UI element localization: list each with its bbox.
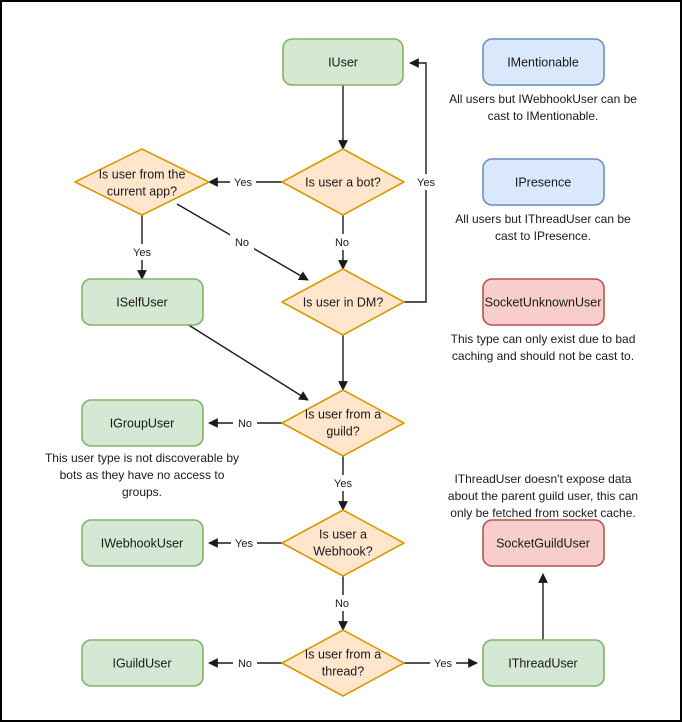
- edge-is-bot-yes-to-current-app: Yes: [208, 174, 282, 190]
- node-iguilduser-label: IGuildUser: [112, 656, 171, 670]
- node-ipresence-label: IPresence: [515, 175, 571, 189]
- edge-is-bot-no-to-is-dm: No: [330, 215, 354, 270]
- note-imentionable-line2: cast to IMentionable.: [488, 109, 599, 123]
- note-ipresence-line2: cast to IPresence.: [495, 229, 591, 243]
- edge-label-webhook-yes: Yes: [235, 538, 253, 550]
- node-socketunknownuser[interactable]: SocketUnknownUser: [482, 278, 605, 326]
- node-is-guild[interactable]: Is user from a guild?: [281, 389, 405, 457]
- note-socketguilduser-line2: about the parent guild user, this can: [448, 489, 638, 503]
- edge-is-guild-yes-to-is-webhook: Yes: [330, 456, 356, 511]
- note-igroupuser: This user type is not discoverable by bo…: [45, 451, 239, 499]
- node-ipresence[interactable]: IPresence: [482, 158, 605, 206]
- node-iselfuser[interactable]: ISelfUser: [81, 278, 204, 326]
- edge-label-dm-yes: Yes: [417, 177, 435, 189]
- node-iuser[interactable]: IUser: [282, 38, 404, 86]
- node-ithreaduser[interactable]: IThreadUser: [482, 639, 605, 687]
- node-igroupuser[interactable]: IGroupUser: [81, 399, 204, 447]
- edge-label-thread-no: No: [238, 658, 252, 670]
- node-socketguilduser-label: SocketGuildUser: [496, 536, 590, 550]
- node-iwebhookuser[interactable]: IWebhookUser: [81, 519, 204, 567]
- note-ipresence: All users but IThreadUser can be cast to…: [455, 212, 631, 243]
- note-igroupuser-line2: bots as they have no access to: [60, 468, 225, 482]
- edge-is-webhook-yes-to-iwebhookuser: Yes: [208, 535, 282, 551]
- note-socketunknownuser: This type can only exist due to bad cach…: [451, 332, 636, 363]
- note-igroupuser-line1: This user type is not discoverable by: [45, 451, 239, 465]
- note-imentionable-line1: All users but IWebhookUser can be: [449, 92, 637, 106]
- note-socketguilduser-line3: only be fetched from socket cache.: [450, 506, 635, 520]
- node-ithreaduser-label: IThreadUser: [508, 656, 577, 670]
- edge-is-thread-no-to-iguilduser: No: [208, 655, 282, 671]
- node-imentionable-label: IMentionable: [507, 55, 579, 69]
- node-is-webhook-label-line2: Webhook?: [313, 544, 373, 558]
- node-is-dm-label: Is user in DM?: [303, 295, 384, 309]
- node-iuser-label: IUser: [328, 55, 358, 69]
- node-is-webhook[interactable]: Is user a Webhook?: [281, 509, 405, 577]
- node-is-bot[interactable]: Is user a bot?: [281, 148, 405, 216]
- node-socketunknownuser-label: SocketUnknownUser: [485, 295, 602, 309]
- edge-label-webhook-no: No: [335, 598, 349, 610]
- edge-label-thread-yes: Yes: [434, 658, 452, 670]
- edge-current-app-yes-to-iselfuser: Yes: [129, 215, 155, 280]
- note-socketunknownuser-line1: This type can only exist due to bad: [451, 332, 636, 346]
- node-is-guild-label-line2: guild?: [326, 424, 359, 438]
- node-iguilduser[interactable]: IGuildUser: [81, 639, 204, 687]
- node-is-guild-label-line1: Is user from a: [305, 407, 381, 421]
- edge-is-dm-yes-to-iuser: Yes: [404, 58, 439, 303]
- edge-label-current-app-yes: Yes: [133, 247, 151, 259]
- node-iwebhookuser-label: IWebhookUser: [101, 536, 183, 550]
- note-socketguilduser: IThreadUser doesn't expose data about th…: [448, 472, 638, 520]
- node-iselfuser-label: ISelfUser: [116, 295, 167, 309]
- edge-is-webhook-no-to-is-thread: No: [330, 576, 354, 631]
- edge-iselfuser-to-is-guild: [186, 323, 309, 401]
- note-socketunknownuser-line2: caching and should not be cast to.: [452, 349, 634, 363]
- note-igroupuser-line3: groups.: [122, 485, 162, 499]
- edge-label-guild-no: No: [238, 418, 252, 430]
- edge-current-app-no-to-is-dm: No: [176, 203, 309, 281]
- node-is-webhook-label-line1: Is user a: [319, 527, 367, 541]
- note-ipresence-line1: All users but IThreadUser can be: [455, 212, 631, 226]
- node-imentionable[interactable]: IMentionable: [482, 38, 605, 86]
- edge-label-guild-yes: Yes: [334, 478, 352, 490]
- note-imentionable: All users but IWebhookUser can be cast t…: [449, 92, 637, 123]
- node-is-thread-label-line2: thread?: [322, 664, 364, 678]
- edge-label-bot-no: No: [335, 237, 349, 249]
- node-is-current-app-label-line1: Is user from the: [99, 167, 186, 181]
- node-is-thread-label-line1: Is user from a: [305, 647, 381, 661]
- edge-is-thread-yes-to-ithreaduser: Yes: [404, 655, 478, 671]
- edge-label-current-app-no: No: [235, 237, 249, 249]
- node-is-current-app-label-line2: current app?: [107, 184, 177, 198]
- node-is-current-app[interactable]: Is user from the current app?: [74, 148, 210, 216]
- node-is-dm[interactable]: Is user in DM?: [281, 268, 405, 336]
- node-igroupuser-label: IGroupUser: [110, 416, 175, 430]
- note-socketguilduser-line1: IThreadUser doesn't expose data: [454, 472, 631, 486]
- node-socketguilduser[interactable]: SocketGuildUser: [482, 519, 605, 567]
- node-is-thread[interactable]: Is user from a thread?: [281, 629, 405, 697]
- edge-is-guild-no-to-igroupuser: No: [208, 415, 282, 431]
- edge-label-bot-yes: Yes: [234, 177, 252, 189]
- node-is-bot-label: Is user a bot?: [305, 175, 381, 189]
